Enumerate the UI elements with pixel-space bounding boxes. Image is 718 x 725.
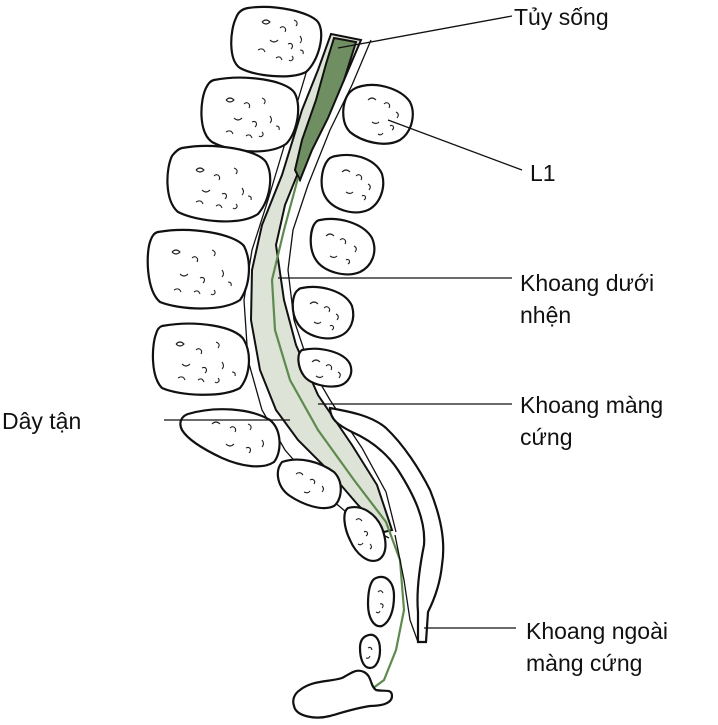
leader-spinal-cord <box>337 15 513 49</box>
sacral-canal-line <box>394 534 419 643</box>
label-spinal-cord: Tủy sống <box>514 4 609 30</box>
label-subarachnoid-line1: Khoang dưới <box>520 270 655 296</box>
sacral-segment-3 <box>343 506 387 562</box>
leader-lines <box>164 15 523 629</box>
label-l1: L1 <box>530 160 556 186</box>
process-4 <box>291 285 355 340</box>
spinal-cord <box>293 36 358 183</box>
vertebral-bodies <box>146 5 396 719</box>
coccyx-tip <box>292 669 394 719</box>
label-subarachnoid-line2: nhện <box>520 302 572 328</box>
coccyx-1 <box>366 575 396 628</box>
vertebra-l1-process <box>342 83 414 145</box>
label-subdural-line1: Khoang màng <box>520 392 664 418</box>
leader-l1 <box>387 119 523 171</box>
label-epidural-line2: màng cứng <box>526 650 643 676</box>
label-subdural-line2: cứng <box>520 424 573 450</box>
filum-terminale <box>270 177 406 693</box>
spinous-processes <box>291 83 414 388</box>
vertebra-l2-body <box>146 228 250 310</box>
process-2 <box>320 153 385 214</box>
vertebra-t12 <box>200 76 300 153</box>
process-3 <box>309 217 376 276</box>
coccyx-2 <box>358 633 382 670</box>
dura-outer-right <box>287 39 397 533</box>
process-5 <box>297 347 353 388</box>
label-epidural-line1: Khoang ngoài <box>526 618 668 644</box>
bone-texture <box>171 19 399 659</box>
vertebra-l3-body <box>151 322 250 396</box>
vertebra-l1-body <box>166 144 272 223</box>
sacral-segment-2 <box>276 458 342 510</box>
label-cauda-equina: Dây tận <box>2 408 82 434</box>
sacral-segment-1 <box>179 408 281 468</box>
